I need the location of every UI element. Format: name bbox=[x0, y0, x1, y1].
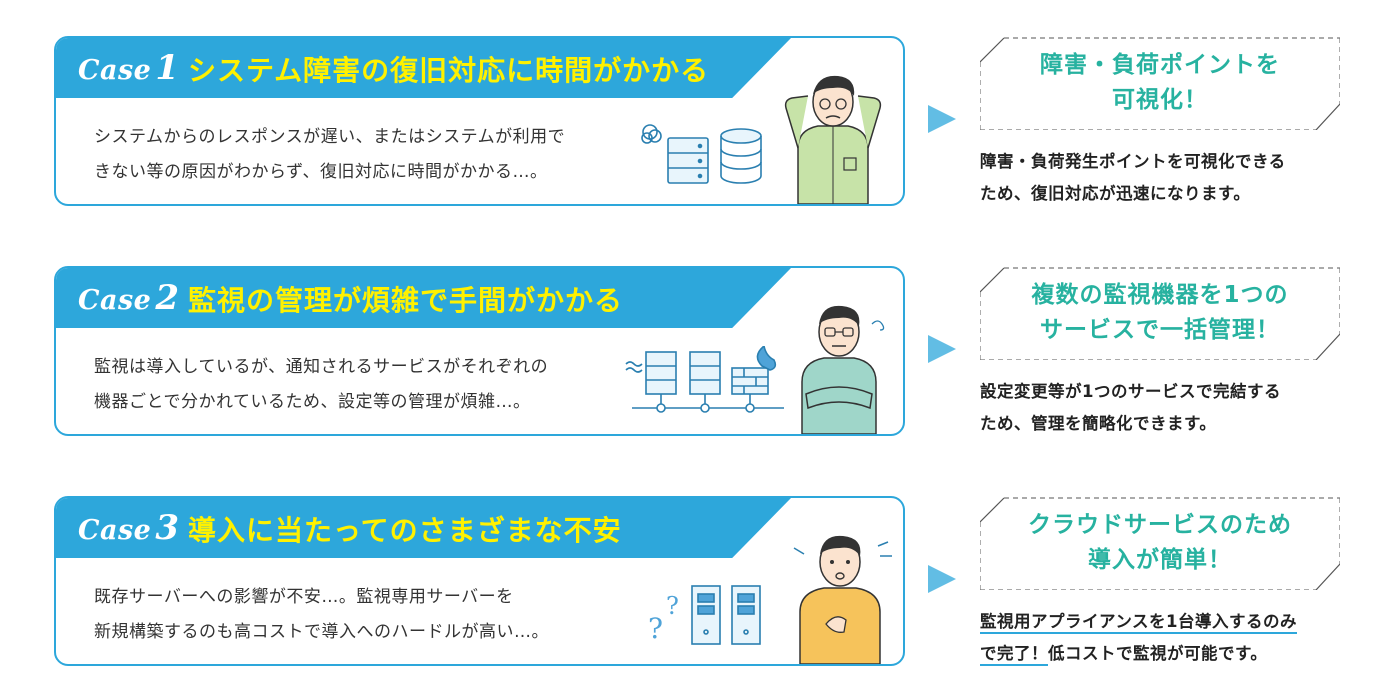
solution-frame-icon bbox=[980, 497, 1340, 590]
network-servers-icon bbox=[625, 346, 784, 413]
case-1-title: システム障害の復旧対応に時間がかかる bbox=[188, 54, 710, 87]
arrow-right-icon bbox=[928, 565, 956, 593]
case-2-title: 監視の管理が煩雑で手間がかかる bbox=[188, 284, 624, 317]
case-1-description: システムからのレスポンスが遅い、またはシステムが利用で きない等の原因がわからず… bbox=[94, 127, 566, 182]
svg-text:?: ? bbox=[648, 612, 663, 645]
server-database-icon bbox=[641, 124, 762, 184]
case-3-solution-box: クラウドサービスのため 導入が簡単！ bbox=[980, 496, 1340, 590]
solution-frame-icon bbox=[980, 37, 1340, 130]
case-3-title: 導入に当たってのさまざまな不安 bbox=[188, 514, 622, 547]
worried-person-icon bbox=[784, 75, 882, 204]
case-3-solution-description: 監視用アプライアンスを1台導入するのみ で完了！低コストで監視が可能です。 bbox=[980, 612, 1297, 663]
case-2-solution-description: 設定変更等が1つのサービスで完結する ため、管理を簡略化できます。 bbox=[980, 382, 1281, 433]
troubled-person-icon bbox=[801, 305, 885, 434]
question-servers-icon: ? ? bbox=[648, 585, 761, 645]
case-1-solution-description: 障害・負荷発生ポイントを可視化できる ため、復旧対応が迅速になります。 bbox=[980, 152, 1286, 203]
case-1-solution-title: 障害・負荷ポイントを 可視化！ bbox=[1040, 52, 1280, 113]
arrow-right-icon bbox=[928, 105, 956, 133]
case-3-header bbox=[56, 498, 791, 558]
case-2-solution-box: 複数の監視機器を1つの サービスで一括管理！ bbox=[980, 266, 1340, 360]
case-3-solution-title: クラウドサービスのため 導入が簡単！ bbox=[1028, 512, 1292, 573]
case-2-solution-title: 複数の監視機器を1つの サービスで一括管理！ bbox=[1031, 282, 1289, 343]
anxious-person-icon bbox=[793, 535, 892, 664]
case-2-header bbox=[56, 268, 791, 328]
case-1-header bbox=[56, 38, 791, 98]
case-1-solution-box: 障害・負荷ポイントを 可視化！ bbox=[980, 36, 1340, 130]
arrow-right-icon bbox=[928, 335, 956, 363]
case-2-description: 監視は導入しているが、通知されるサービスがそれぞれの 機器ごとで分かれているため… bbox=[94, 357, 549, 412]
solution-frame-icon bbox=[980, 267, 1340, 360]
svg-text:?: ? bbox=[666, 592, 679, 620]
case-3-description: 既存サーバーへの影響が不安…。監視専用サーバーを 新規構築するのも高コストで導入… bbox=[94, 587, 549, 642]
